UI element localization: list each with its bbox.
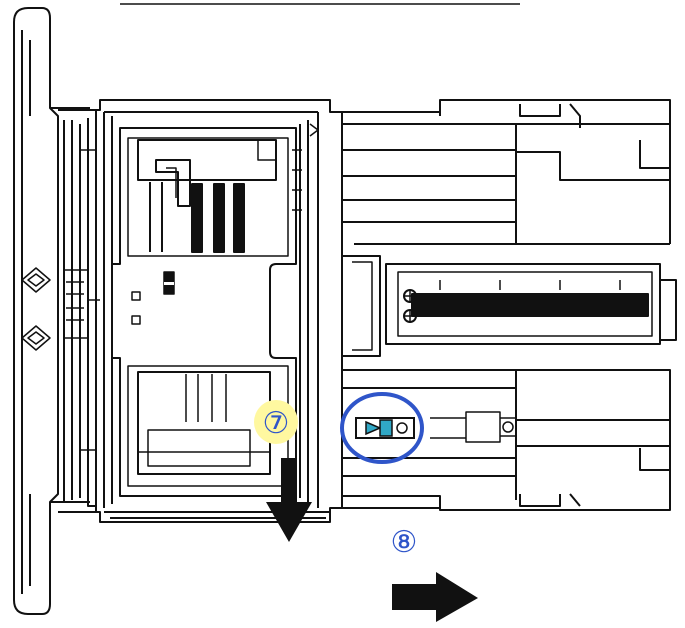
tray-extension-lower	[342, 369, 671, 511]
paper-direction-icon	[21, 267, 51, 351]
tray-extension-upper	[342, 99, 671, 245]
step-7-label: ⑦	[263, 406, 290, 441]
lock-lever-highlight-circle	[340, 392, 424, 464]
extension-lock-lever	[355, 417, 415, 439]
extension-center-rail	[342, 255, 677, 357]
step-7-highlight	[254, 400, 298, 444]
step-8-right-arrow	[392, 572, 478, 622]
tray-front-handle	[13, 7, 90, 615]
paper-guide-frame	[111, 112, 319, 508]
step-8-label: ⑧	[391, 525, 418, 560]
secondary-slider	[430, 411, 516, 443]
lower-paper-guide	[137, 371, 271, 475]
guide-markers	[131, 123, 319, 325]
step-7-down-arrow	[266, 458, 312, 542]
upper-paper-guide	[137, 139, 277, 253]
left-latch	[63, 149, 100, 451]
